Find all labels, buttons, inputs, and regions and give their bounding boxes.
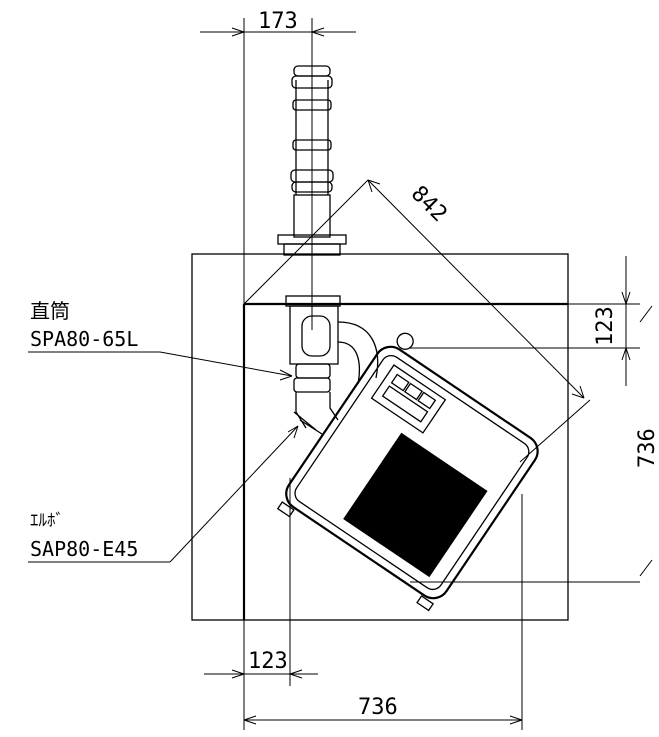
dim-736-right: 736 xyxy=(635,428,659,468)
vent-pipe xyxy=(277,46,347,330)
dim-736-bottom: 736 xyxy=(358,695,398,720)
elbow-45 xyxy=(293,392,339,435)
heater-panel xyxy=(343,432,488,578)
callout-straight-pipe-leader xyxy=(28,351,293,381)
dim-123-bottom: 123 xyxy=(248,649,288,674)
dimension-diagonal xyxy=(243,179,591,463)
dim-842: 842 xyxy=(406,181,452,227)
room-outline xyxy=(191,253,569,621)
dimension-bottom-width xyxy=(243,494,523,730)
callout-straight-pipe-code: SPA80-65L xyxy=(30,327,138,351)
callout-straight-pipe-name: 直筒 xyxy=(30,299,70,323)
callout-elbow-leader xyxy=(28,425,299,563)
callout-elbow-code: SAP80-E45 xyxy=(30,537,138,561)
dimension-right-depth xyxy=(410,559,653,583)
callout-elbow-name: ｴﾙﾎﾞ xyxy=(30,511,64,531)
dim-173: 173 xyxy=(258,9,298,34)
dim-123-right: 123 xyxy=(593,306,618,346)
dimension-right-small xyxy=(410,256,653,386)
straight-pipe xyxy=(289,305,379,393)
water-heater xyxy=(276,332,539,612)
dimension-bottom-small xyxy=(204,478,318,730)
dimension-top xyxy=(200,18,356,304)
